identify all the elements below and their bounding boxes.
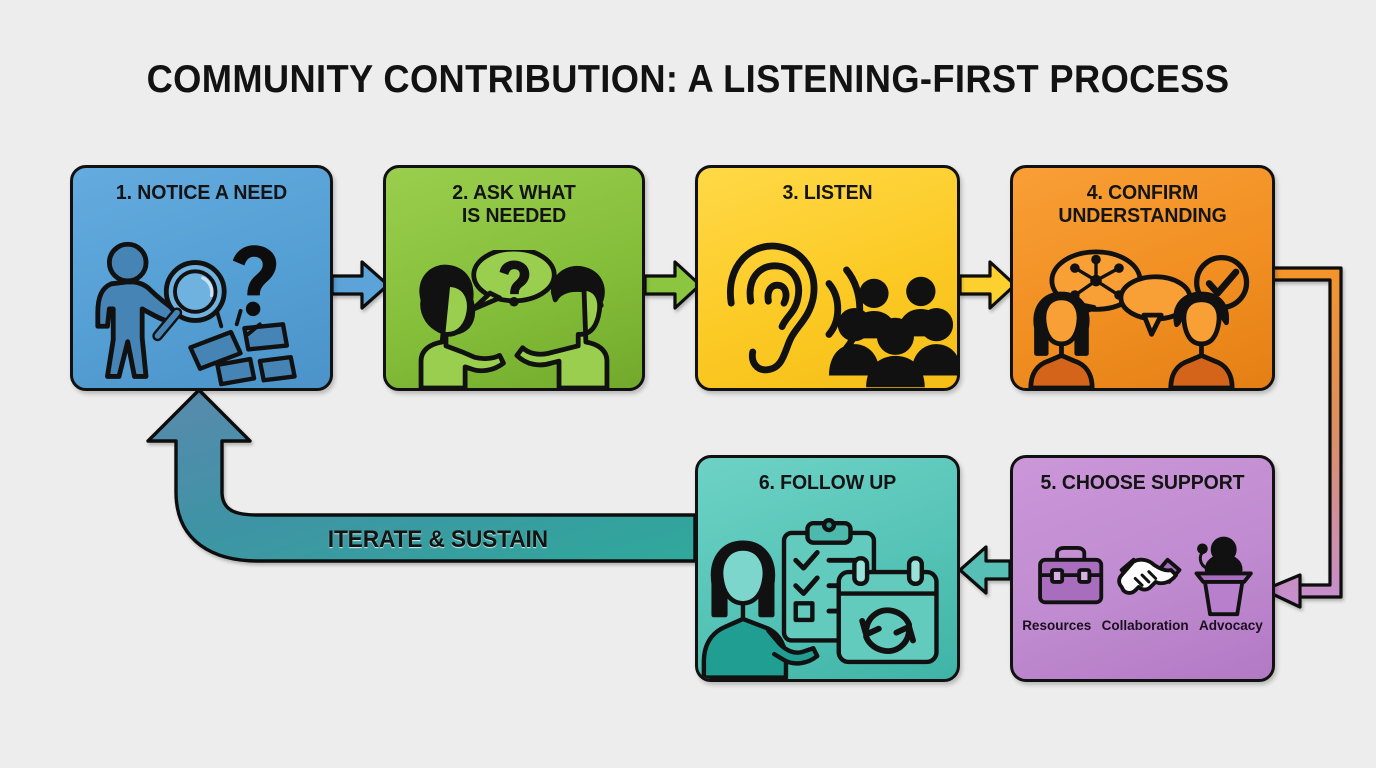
step-3-label: 3. LISTEN: [782, 181, 873, 204]
step-2-label-line-1: 2. ASK WHAT: [452, 181, 576, 204]
step-box-ask-what-is-needed[interactable]: 2. ASK WHAT IS NEEDED: [383, 165, 645, 391]
step-5-label: 5. CHOOSE SUPPORT: [1040, 471, 1245, 494]
ask-what-is-needed-icon: [386, 250, 642, 388]
follow-up-icon: [698, 510, 957, 679]
arrow-step-2-to-step-3: [643, 260, 702, 310]
step-2-label: 2. ASK WHAT IS NEEDED: [400, 181, 628, 228]
step-box-follow-up[interactable]: 6. FOLLOW UP: [695, 455, 960, 682]
listen-icon: [698, 230, 957, 388]
step-box-confirm-understanding[interactable]: 4. CONFIRM UNDERSTANDING: [1010, 165, 1275, 391]
sub-label-resources: Resources: [1022, 618, 1092, 633]
sub-label-advocacy: Advocacy: [1198, 618, 1263, 633]
arrow-step-3-to-step-4: [958, 260, 1017, 310]
step-box-notice-a-need[interactable]: 1. NOTICE A NEED: [70, 165, 333, 391]
choose-support-icons: [1013, 536, 1272, 621]
step-4-label-line-2: UNDERSTANDING: [1058, 203, 1227, 227]
step-4-label-line-1: 4. CONFIRM: [1086, 181, 1199, 204]
step-box-choose-support[interactable]: 5. CHOOSE SUPPORT: [1010, 455, 1275, 682]
arrow-step-1-to-step-2: [330, 260, 390, 310]
step-1-label: 1. NOTICE A NEED: [115, 181, 288, 204]
step-box-listen[interactable]: 3. LISTEN: [695, 165, 960, 391]
notice-a-need-icon: [73, 224, 330, 388]
confirm-understanding-icon: [1013, 248, 1272, 388]
step-2-label-line-2: IS NEEDED: [461, 203, 567, 227]
step-4-label: 4. CONFIRM UNDERSTANDING: [1027, 181, 1258, 228]
sub-label-collaboration: Collaboration: [1101, 618, 1189, 633]
arrow-step-4-to-step-5: [1262, 266, 1343, 609]
arrow-step-5-to-step-6: [958, 545, 1012, 595]
step-6-label: 6. FOLLOW UP: [758, 471, 897, 494]
loop-label-iterate-sustain: ITERATE & SUSTAIN: [327, 526, 548, 553]
diagram-title: COMMUNITY CONTRIBUTION: A LISTENING-FIRS…: [146, 58, 1230, 101]
choose-support-sub-labels: Resources Collaboration Advocacy: [1017, 618, 1268, 633]
